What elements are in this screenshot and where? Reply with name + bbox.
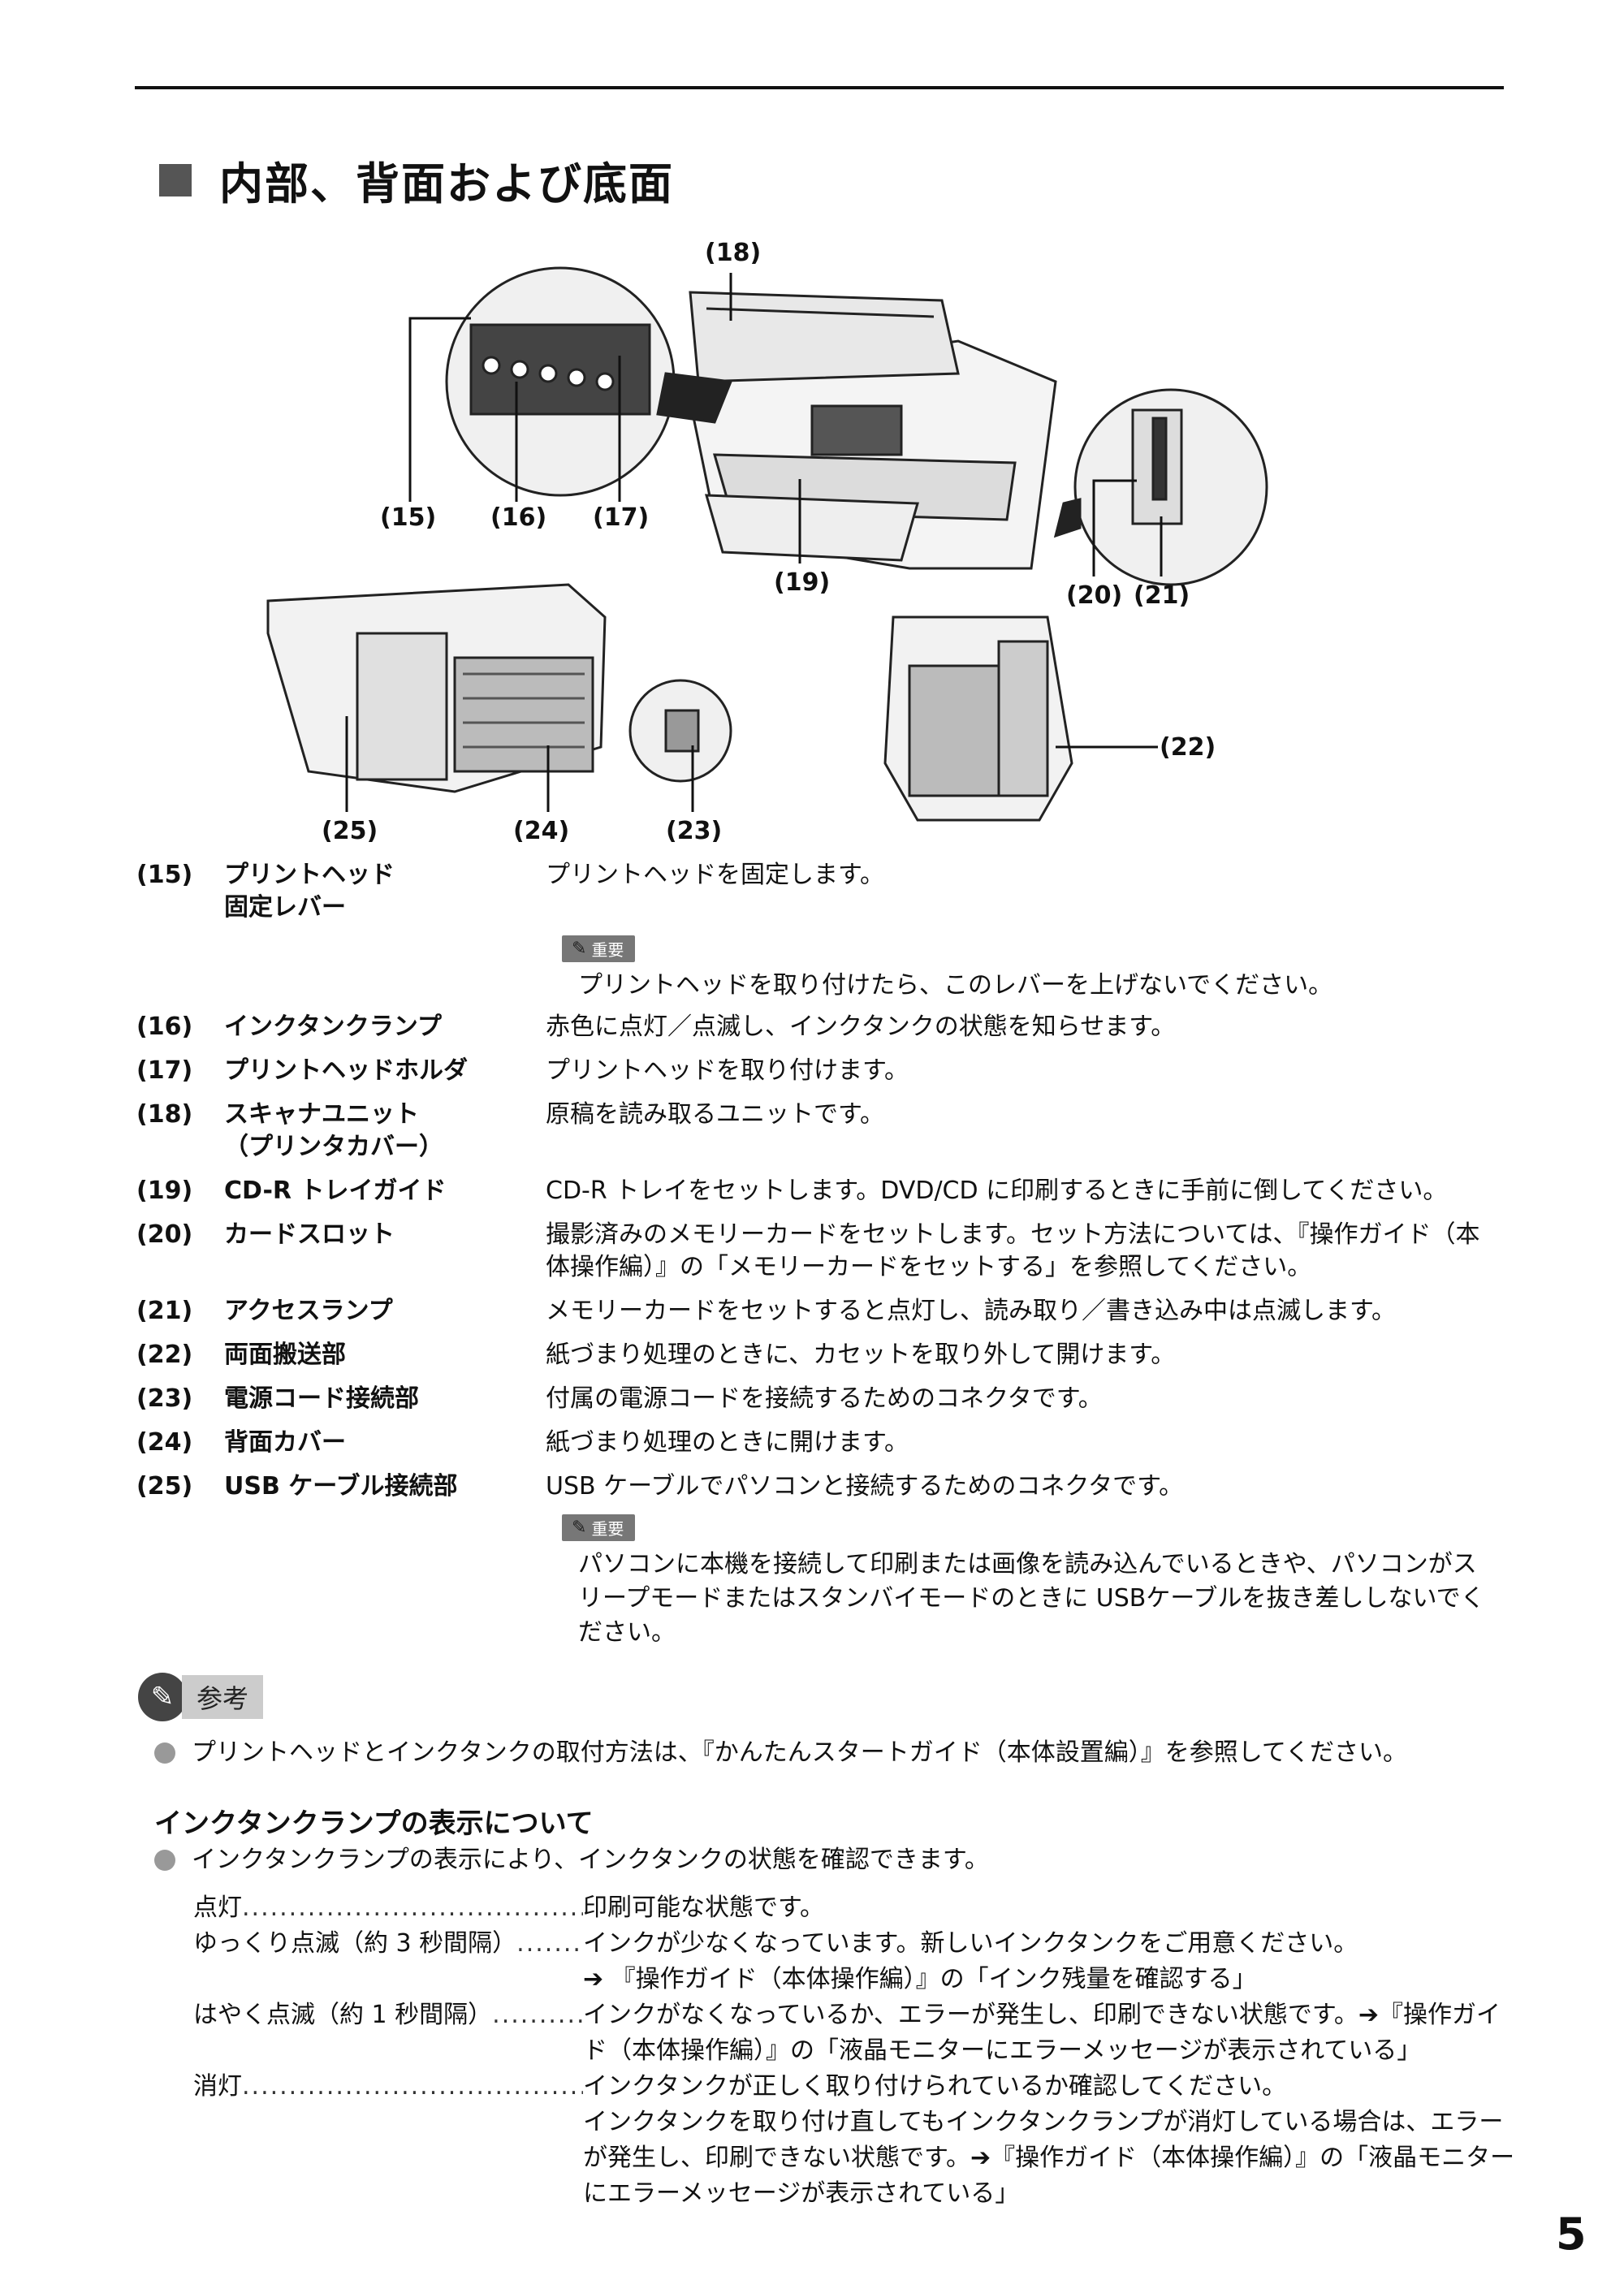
reference-pen-icon: ✎ [138, 1673, 187, 1721]
lamp-row: 点灯......................................… [193, 1890, 1525, 1926]
part-number: (17) [136, 1056, 193, 1085]
lamp-status-list: 点灯......................................… [193, 1890, 1525, 2212]
part-number: (15) [136, 861, 193, 889]
part-row: (16) インクタンクランプ 赤色に点灯／点滅し、インクタンクの状態を知らせます… [136, 1011, 1517, 1043]
lamp-value: インクタンクが正しく取り付けられているか確認してください。インクタンクを取り付け… [583, 2072, 1515, 2208]
reference-bullet: プリントヘッドとインクタンクの取付方法は、『かんたんスタートガイド（本体設置編）… [154, 1736, 1518, 1770]
part-desc: メモリーカードをセットすると点灯し、読み取り／書き込み中は点滅します。 [546, 1297, 1396, 1325]
part-desc: CD-R トレイをセットします。DVD/CD に印刷するときに手前に倒してくださ… [546, 1177, 1448, 1205]
part-term: アクセスランプ [224, 1297, 393, 1325]
callout-22: (22) [1160, 733, 1216, 762]
bullet-dot-icon [154, 1742, 175, 1764]
lamp-section-title: インクタンクランプの表示について [154, 1807, 594, 1840]
part-term: 両面搬送部 [224, 1341, 346, 1369]
part-row: (18) スキャナユニット （プリンタカバー） 原稿を読み取るユニットです。 [136, 1099, 1517, 1164]
lamp-row: 消灯......................................… [193, 2069, 1525, 2212]
part-desc: 紙づまり処理のときに、カセットを取り外して開けます。 [546, 1341, 1176, 1369]
important-badge: ✎重要 [562, 935, 636, 962]
reference-header: ✎ 参考 [138, 1673, 264, 1721]
part-term: プリントヘッドホルダ [224, 1056, 468, 1085]
part-number: (19) [136, 1177, 193, 1205]
callout-19: (19) [774, 568, 831, 597]
callout-21: (21) [1134, 581, 1190, 610]
note-text: パソコンに本機を接続して印刷または画像を読み込んでいるときや、パソコンがスリープ… [578, 1550, 1485, 1647]
bullet-dot-icon [154, 1850, 175, 1871]
callout-24: (24) [513, 817, 570, 845]
part-term: USB ケーブル接続部 [224, 1472, 458, 1501]
heading-square-icon [159, 163, 192, 196]
part-number: (22) [136, 1341, 193, 1369]
part-row: (25) USB ケーブル接続部 USB ケーブルでパソコンと接続するためのコネ… [136, 1470, 1517, 1503]
part-desc: プリントヘッドを固定します。 [546, 861, 884, 889]
part-number: (18) [136, 1100, 193, 1129]
part-number: (23) [136, 1384, 193, 1413]
part-number: (25) [136, 1472, 193, 1501]
lamp-row: ゆっくり点滅（約 3 秒間隔）.........................… [193, 1926, 1525, 1997]
callout-20: (20) [1066, 581, 1123, 610]
lamp-value: インクがなくなっているか、エラーが発生し、印刷できない状態です。➔『操作ガイド（… [583, 2001, 1501, 2065]
important-badge: ✎重要 [562, 1514, 636, 1541]
part-row: (21) アクセスランプ メモリーカードをセットすると点灯し、読み取り／書き込み… [136, 1295, 1517, 1328]
part-row: (24) 背面カバー 紙づまり処理のときに開けます。 [136, 1427, 1517, 1459]
part-number: (21) [136, 1297, 193, 1325]
part-term: プリントヘッド 固定レバー [224, 861, 395, 922]
part-desc: 赤色に点灯／点滅し、インクタンクの状態を知らせます。 [546, 1013, 1176, 1041]
part-row: (15) プリントヘッド 固定レバー プリントヘッドを固定します。 [136, 859, 1517, 924]
part-term: CD-R トレイガイド [224, 1177, 447, 1205]
lamp-key: 点灯......................................… [193, 1894, 583, 1922]
part-desc: 付属の電源コードを接続するためのコネクタです。 [546, 1384, 1103, 1413]
callout-23: (23) [666, 817, 723, 845]
part-term: インクタンクランプ [224, 1013, 442, 1041]
part-row: (20) カードスロット 撮影済みのメモリーカードをセットします。セット方法につ… [136, 1219, 1517, 1284]
callout-18: (18) [705, 239, 762, 267]
callout-15: (15) [380, 503, 437, 532]
section-heading: 内部、背面および底面 [159, 148, 674, 212]
part-desc: 原稿を読み取るユニットです。 [546, 1100, 884, 1129]
callout-16: (16) [490, 503, 547, 532]
important-flag-icon: ✎ [572, 1518, 587, 1538]
reference-label: 参考 [182, 1675, 264, 1719]
part-number: (20) [136, 1220, 193, 1249]
important-flag-icon: ✎ [572, 939, 587, 959]
callout-17: (17) [593, 503, 650, 532]
part-desc: USB ケーブルでパソコンと接続するためのコネクタです。 [546, 1472, 1184, 1501]
parts-list: (15) プリントヘッド 固定レバー プリントヘッドを固定します。 ✎重要 プリ… [136, 859, 1517, 1658]
part-desc: 撮影済みのメモリーカードをセットします。セット方法については、『操作ガイド（本体… [546, 1220, 1480, 1281]
lamp-key: 消灯......................................… [193, 2072, 583, 2101]
part-desc: プリントヘッドを取り付けます。 [546, 1056, 909, 1085]
important-note: ✎重要 パソコンに本機を接続して印刷または画像を読み込んでいるときや、パソコンが… [546, 1514, 1517, 1650]
printer-illustration [266, 266, 1268, 822]
part-number: (16) [136, 1013, 193, 1041]
part-desc: 紙づまり処理のときに開けます。 [546, 1428, 909, 1457]
part-row: (19) CD-R トレイガイド CD-R トレイをセットします。DVD/CD … [136, 1175, 1517, 1207]
part-term: スキャナユニット （プリンタカバー） [224, 1100, 443, 1161]
part-row: (23) 電源コード接続部 付属の電源コードを接続するためのコネクタです。 [136, 1383, 1517, 1415]
lamp-value: 印刷可能な状態です。 [583, 1894, 824, 1922]
top-rule [135, 86, 1504, 89]
part-row: (17) プリントヘッドホルダ プリントヘッドを取り付けます。 [136, 1055, 1517, 1087]
part-term: 背面カバー [224, 1428, 346, 1457]
part-term: カードスロット [224, 1220, 395, 1249]
lamp-value: インクが少なくなっています。新しいインクタンクをご用意ください。➔ 『操作ガイド… [583, 1929, 1358, 1993]
important-note: ✎重要 プリントヘッドを取り付けたら、このレバーを上げないでください。 [546, 935, 1517, 1003]
note-text: プリントヘッドを取り付けたら、このレバーを上げないでください。 [578, 971, 1333, 1000]
callout-25: (25) [322, 817, 378, 845]
section-title: 内部、背面および底面 [219, 158, 674, 209]
page-number: 5 [1556, 2209, 1587, 2260]
part-row: (22) 両面搬送部 紙づまり処理のときに、カセットを取り外して開けます。 [136, 1339, 1517, 1371]
lamp-key: ゆっくり点滅（約 3 秒間隔）.........................… [193, 1929, 583, 1958]
lamp-row: はやく点滅（約 1 秒間隔）..........................… [193, 1997, 1525, 2069]
part-term: 電源コード接続部 [224, 1384, 419, 1413]
lamp-key: はやく点滅（約 1 秒間隔）..........................… [193, 2001, 583, 2029]
part-number: (24) [136, 1428, 193, 1457]
lamp-intro: インクタンクランプの表示により、インクタンクの状態を確認できます。 [154, 1843, 1518, 1877]
